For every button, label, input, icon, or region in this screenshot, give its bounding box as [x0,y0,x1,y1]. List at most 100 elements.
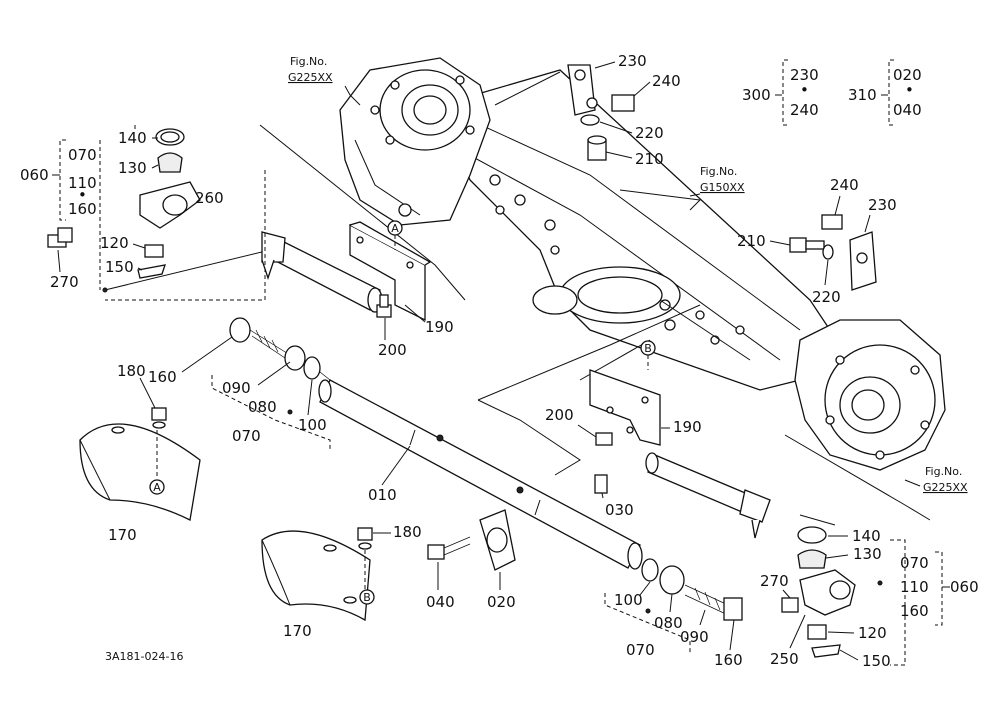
bolt-180-bottom [357,527,373,550]
callout-120: 120 [100,234,129,252]
group-label: 060 [950,578,979,596]
drawing-code: 3A181-024-16 [105,650,183,663]
group-item: 020 [893,66,922,84]
callout-130: 130 [853,545,882,563]
group-item: 070 [900,554,929,572]
group-item: 160 [900,602,929,620]
upper-tie-rod [261,231,383,313]
pin-030 [594,474,608,494]
callout-010: 010 [368,486,397,504]
callout-240: 240 [830,176,859,194]
callout-260: 260 [195,189,224,207]
group-label: 310 [848,86,877,104]
group-item: 240 [790,101,819,119]
lower-tie-rod [645,452,771,539]
fig-ref-number: G225XX [923,481,968,494]
group-item: • [78,186,87,204]
callout-100: 100 [614,591,643,609]
bolt-240-upper [586,94,635,112]
group-label: 060 [20,166,49,184]
callout-090: 090 [222,379,251,397]
leader-line [477,399,581,476]
leader-line [477,304,701,401]
group-label: 300 [742,86,771,104]
bolt-200-lower [595,432,613,446]
callout-120: 120 [858,624,887,642]
callout-230: 230 [868,196,897,214]
callout-140: 140 [118,129,147,147]
callout-270: 270 [50,273,79,291]
group-item: • [800,81,809,99]
right-tie-rod-end [641,558,743,621]
callout-170: 170 [283,622,312,640]
fig-ref-right-housing: Fig.No. G225XX [904,465,968,494]
callout-070: 070 [626,641,655,659]
bracket-230-right [849,231,877,291]
fig-ref-axle-case: Fig.No. G150XX [689,165,745,197]
group-item: 110 [68,174,97,192]
group-060-left: 060 070 110 • 160 [20,139,97,221]
callout-150: 150 [105,258,134,276]
callout-030: 030 [605,501,634,519]
bolt-210-right [789,237,825,253]
left-housing [339,57,491,226]
callout-150: 150 [862,652,891,670]
callout-020: 020 [487,593,516,611]
callout-200: 200 [545,406,574,424]
marker-b-top-label: B [644,342,652,355]
group-item: • [905,81,914,99]
callout-180: 180 [393,523,422,541]
callout-130: 130 [118,159,147,177]
callout-040: 040 [426,593,455,611]
group-item: 070 [68,146,97,164]
group-item: 110 [900,578,929,596]
fig-ref-label: Fig.No. [700,165,737,178]
callout-190: 190 [673,418,702,436]
callout-070: 070 [232,427,261,445]
callout-180: 180 [117,362,146,380]
bolt-040 [427,536,471,560]
callout-270: 270 [760,572,789,590]
fig-ref-number: G150XX [700,181,745,194]
callout-160: 160 [148,368,177,386]
right-knuckle-arm [781,526,856,658]
lower-bracket-190 [589,369,661,446]
callout-100: 100 [298,416,327,434]
clamp-020 [479,509,516,571]
front-axle-case [439,69,831,391]
bolt-180-left [151,407,167,429]
callout-190: 190 [425,318,454,336]
callout-160: 160 [714,651,743,669]
callout-230: 230 [618,52,647,70]
callout-210: 210 [635,150,664,168]
group-310: 310 020 • 040 [848,59,922,126]
bolt-210-upper [587,135,607,161]
cover-170-left [79,423,201,521]
callouts: 140 130 260 120 150 270 230 240 220 210 … [50,52,897,670]
group-060-right: 070 110 160 060 [900,551,979,626]
drag-link-010 [318,379,643,570]
upper-bracket-190 [349,221,432,322]
callout-170: 170 [108,526,137,544]
marker-a-top-label: A [391,222,399,235]
washer-220-upper [580,114,600,126]
marker-b-low-label: B [363,591,371,604]
group-item: 160 [68,200,97,218]
bolt-240-right [821,214,843,230]
callout-250: 250 [770,650,799,668]
fig-ref-label: Fig.No. [925,465,962,478]
callout-220: 220 [635,124,664,142]
callout-220: 220 [812,288,841,306]
cover-170-bottom [261,530,371,622]
right-housing [794,319,946,471]
marker-a-low [149,479,165,495]
callout-200: 200 [378,341,407,359]
marker-a-low-label: A [153,481,161,494]
fig-ref-label: Fig.No. [290,55,327,68]
callout-080: 080 [248,398,277,416]
callout-240: 240 [652,72,681,90]
group-300: 300 230 • 240 [742,59,819,126]
callout-210: 210 [737,232,766,250]
group-item: 230 [790,66,819,84]
